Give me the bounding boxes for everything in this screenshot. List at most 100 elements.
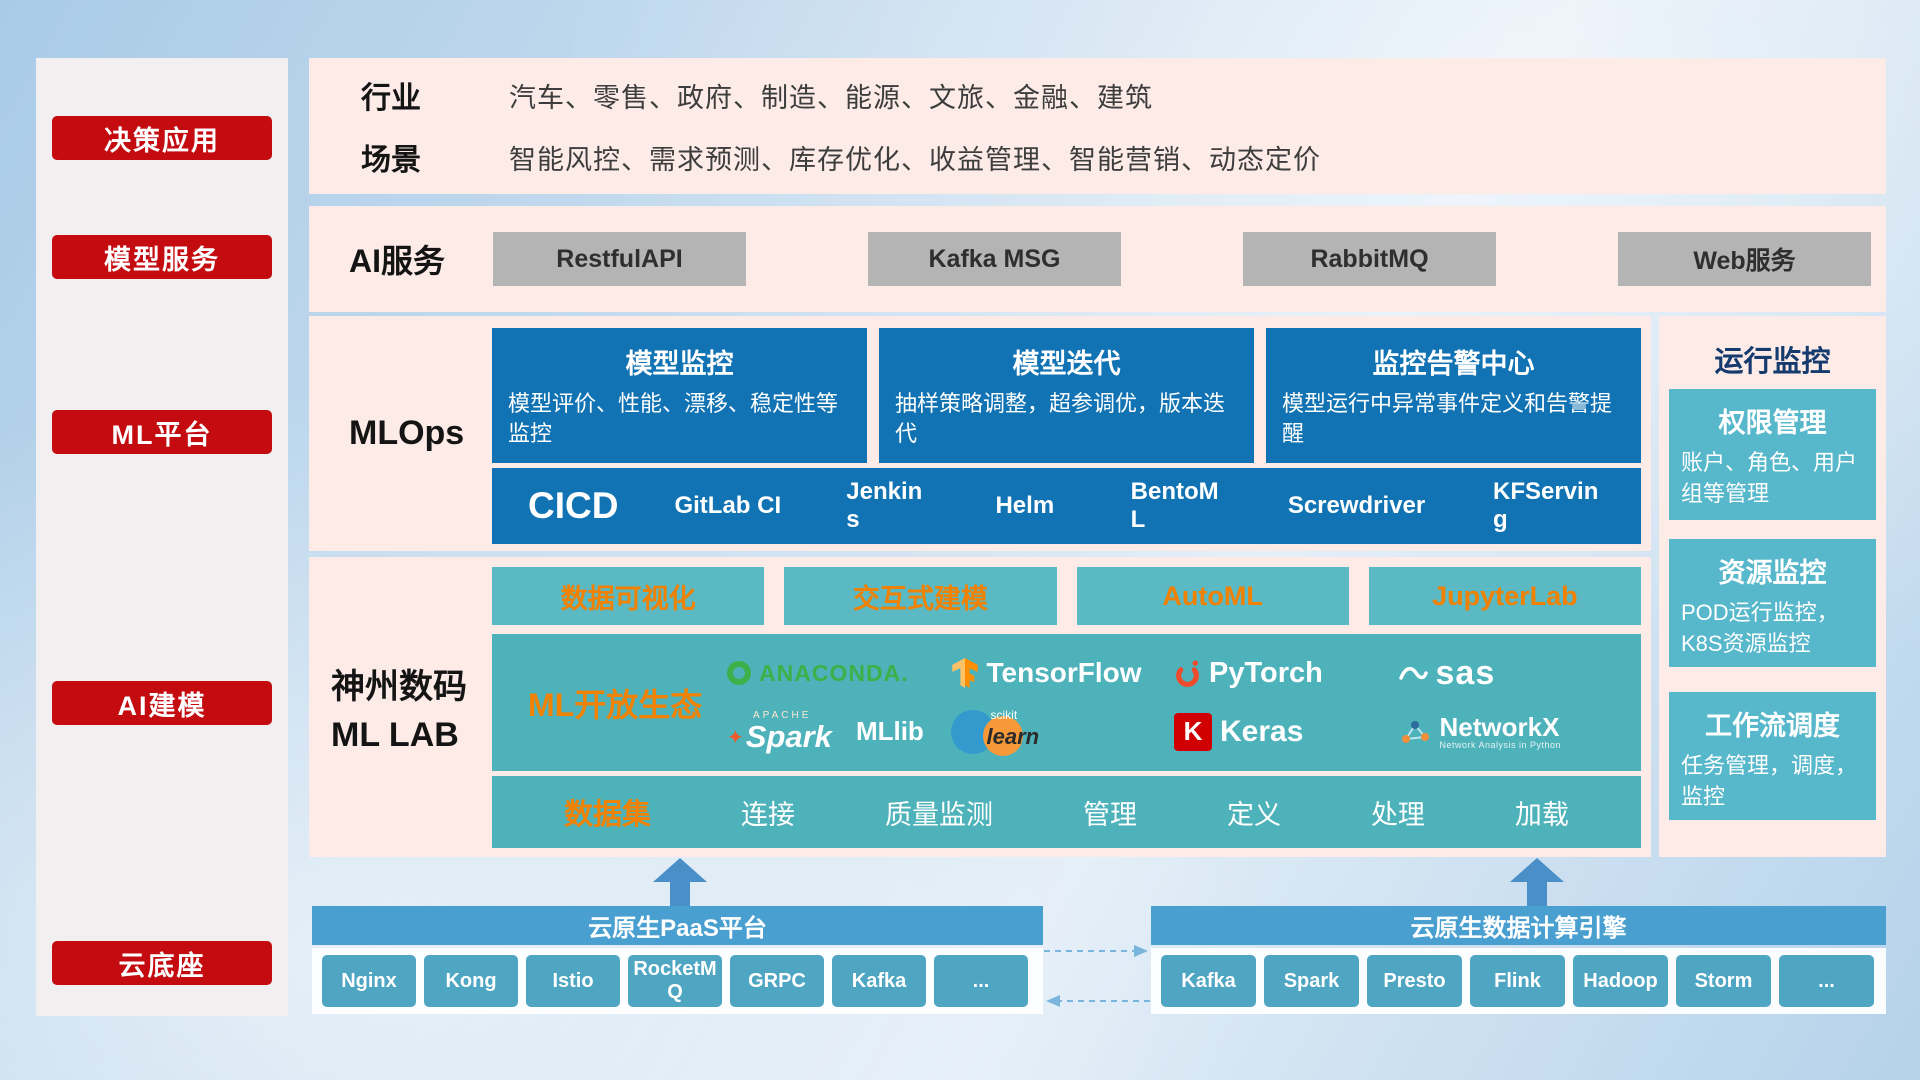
component-more: ... (1779, 955, 1874, 1007)
feature-interactive-modeling: 交互式建模 (784, 567, 1057, 625)
card-workflow-scheduler: 工作流调度 任务管理，调度，监控 (1669, 692, 1876, 820)
ml-open-ecosystem-label: ML开放生态 (528, 686, 703, 723)
card-desc: POD运行监控，K8S资源监控 (1681, 600, 1839, 656)
scenario-label: 场景 (361, 144, 421, 177)
networkx-icon (1401, 720, 1429, 743)
card-title: 工作流调度 (1705, 711, 1840, 741)
component-grpc: GRPC (730, 955, 824, 1007)
ecosystem-logos: ANACONDA. TensorFlow PyTorch (727, 634, 1621, 771)
layer-model-service: 模型服务 (52, 235, 272, 279)
arrow-stem (670, 882, 690, 906)
dataset-item-process: 处理 (1370, 799, 1425, 830)
ml-lab-features: 数据可视化 交互式建模 AutoML JupyterLab (492, 567, 1641, 625)
dataset-item-load: 加载 (1514, 799, 1569, 830)
service-restfulapi: RestfulAPI (493, 232, 746, 286)
layer-ml-platform: ML平台 (52, 410, 272, 454)
exchange-arrows (1044, 945, 1150, 1007)
tool-helm: Helm (995, 492, 1055, 520)
sas-logo: sas (1398, 654, 1496, 693)
feature-data-visualization: 数据可视化 (492, 567, 765, 625)
service-rabbitmq: RabbitMQ (1243, 232, 1496, 286)
card-model-monitoring: 模型监控 模型评价、性能、漂移、稳定性等监控 (492, 328, 867, 463)
component-kong: Kong (424, 955, 518, 1007)
service-kafka-msg: Kafka MSG (868, 232, 1121, 286)
mlops-cards: 模型监控 模型评价、性能、漂移、稳定性等监控 模型迭代 抽样策略调整，超参调优，… (492, 328, 1641, 463)
feature-automl: AutoML (1076, 567, 1349, 625)
pytorch-icon (1176, 660, 1199, 688)
layer-ai-modeling: AI建模 (52, 681, 272, 725)
card-desc: 模型评价、性能、漂移、稳定性等监控 (508, 391, 839, 446)
service-web: Web服务 (1618, 232, 1871, 286)
card-desc: 账户、角色、用户组等管理 (1681, 450, 1858, 506)
mllib-text: MLlib (855, 716, 924, 747)
spark-mllib-logo: APACHE ✦ Spark MLlib (727, 711, 924, 755)
card-desc: 模型运行中异常事件定义和告警提醒 (1282, 391, 1613, 446)
cicd-bar: CICD GitLab CI Jenkins Helm BentoML Scre… (492, 468, 1641, 544)
component-storm: Storm (1676, 955, 1771, 1007)
networkx-text: NetworkX (1439, 711, 1560, 742)
spark-wordmark: APACHE ✦ Spark (727, 711, 832, 755)
ml-lab-label-line2: ML LAB (331, 716, 459, 754)
spark-text: Spark (745, 719, 832, 755)
dataset-bar: 数据集 连接 质量监测 管理 定义 处理 加载 (492, 776, 1641, 848)
keras-letter: K (1183, 716, 1203, 747)
tool-screwdriver: Screwdriver (1287, 492, 1426, 520)
run-monitor-panel: 运行监控 权限管理 账户、角色、用户组等管理 资源监控 POD运行监控，K8S资… (1659, 316, 1886, 857)
arrow-head (1510, 858, 1564, 882)
card-title: 权限管理 (1718, 408, 1827, 438)
component-kafka: Kafka (832, 955, 926, 1007)
card-model-iteration: 模型迭代 抽样策略调整，超参调优，版本迭代 (879, 328, 1254, 463)
sklearn-orange-circle-icon (982, 715, 1023, 756)
ml-lab-label-line1: 神州数码 (331, 668, 467, 706)
component-istio: Istio (526, 955, 620, 1007)
scenario-list: 智能风控、需求预测、库存优化、收益管理、智能营销、动态定价 (509, 144, 1321, 175)
card-title: 监控告警中心 (1372, 349, 1535, 379)
card-alert-center: 监控告警中心 模型运行中异常事件定义和告警提醒 (1266, 328, 1641, 463)
anaconda-icon (727, 661, 751, 686)
card-permission-mgmt: 权限管理 账户、角色、用户组等管理 (1669, 389, 1876, 520)
anaconda-text: ANACONDA. (759, 659, 909, 686)
ai-service-label: AI服务 (349, 243, 446, 279)
up-arrow-right (1510, 858, 1564, 906)
component-more: ... (934, 955, 1028, 1007)
paas-components: Nginx Kong Istio RocketMQ GRPC Kafka ... (322, 955, 1028, 1007)
keras-icon: K (1174, 712, 1212, 751)
scikit-learn-logo: scikit learn (950, 704, 1055, 760)
component-hadoop: Hadoop (1573, 955, 1668, 1007)
cicd-label: CICD (528, 485, 619, 526)
tensorflow-text: TensorFlow (986, 657, 1142, 689)
layer-cloud-base: 云底座 (52, 941, 272, 985)
component-kafka: Kafka (1161, 955, 1256, 1007)
networkx-subtitle: Network Analysis in Python (1439, 740, 1562, 751)
dataset-item-manage: 管理 (1082, 799, 1137, 830)
data-engine-bar: 云原生数据计算引擎 (1151, 906, 1886, 945)
dataset-label: 数据集 (564, 799, 652, 831)
component-nginx: Nginx (322, 955, 416, 1007)
ml-lab-label: 神州数码 ML LAB (331, 557, 467, 857)
card-desc: 任务管理，调度，监控 (1681, 753, 1858, 809)
sas-icon (1398, 667, 1428, 680)
industry-row: 行业 汽车、零售、政府、制造、能源、文旅、金融、建筑 (361, 73, 1886, 117)
cicd-tools: GitLab CI Jenkins Helm BentoML Screwdriv… (674, 478, 1605, 533)
component-flink: Flink (1470, 955, 1565, 1007)
card-title: 模型迭代 (1012, 349, 1121, 379)
scikit-learn-badge: scikit learn (950, 704, 1055, 760)
ml-lab-panel: 神州数码 ML LAB 数据可视化 交互式建模 AutoML JupyterLa… (309, 557, 1651, 857)
sas-text: sas (1435, 653, 1496, 692)
networkx-logo: NetworkX Network Analysis in Python (1398, 711, 1562, 751)
anaconda-logo: ANACONDA. (727, 660, 909, 687)
pytorch-text: PyTorch (1209, 656, 1323, 689)
card-title: 资源监控 (1718, 558, 1827, 588)
industry-list: 汽车、零售、政府、制造、能源、文旅、金融、建筑 (509, 82, 1153, 113)
dataset-item-quality: 质量监测 (884, 799, 993, 830)
engine-components: Kafka Spark Presto Flink Hadoop Storm ..… (1161, 955, 1874, 1007)
arrow-stem (1527, 882, 1547, 906)
learn-text: learn (986, 723, 1040, 749)
pytorch-logo: PyTorch (1174, 657, 1323, 690)
component-rocketmq: RocketMQ (628, 955, 722, 1007)
component-spark: Spark (1264, 955, 1359, 1007)
scikit-text: scikit (990, 707, 1018, 722)
mlops-label: MLOps (349, 414, 465, 452)
keras-text: Keras (1220, 714, 1304, 748)
card-title: 模型监控 (625, 349, 734, 379)
